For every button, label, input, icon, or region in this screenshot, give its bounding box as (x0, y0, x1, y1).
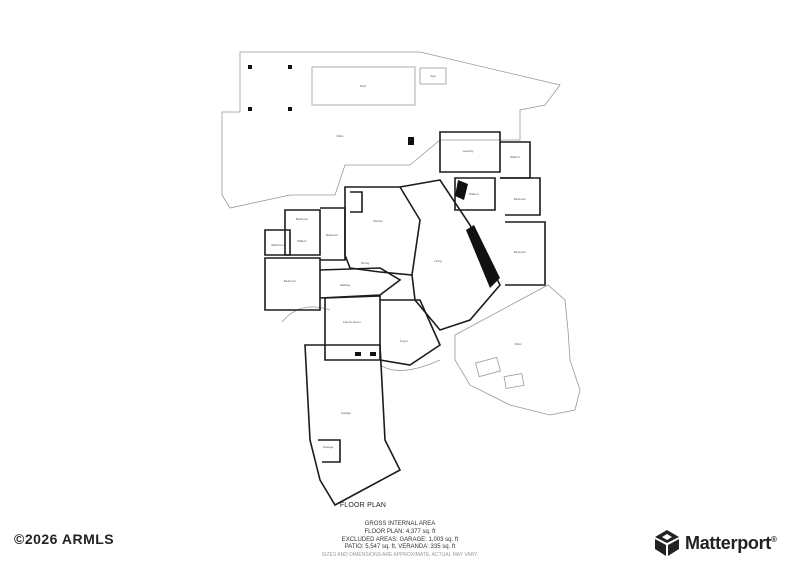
wall-features (248, 65, 500, 356)
room-label-patio-right: Patio (515, 342, 522, 346)
room-labels: Pool Spa Patio Laundry Walk-In Walk-In B… (271, 74, 526, 449)
area-stats: GROSS INTERNAL AREA FLOOR PLAN: 4,377 sq… (285, 521, 515, 560)
stats-floor-plan: FLOOR PLAN: 4,377 sq. ft (364, 528, 436, 535)
room-label-kitchen: Kitchen (373, 219, 383, 223)
matterport-logo: Matterport® (653, 528, 777, 558)
room-label-walkin-1: Walk-In (510, 155, 520, 159)
room-label-garage: Garage (341, 411, 351, 415)
room-label-dining: Dining (361, 261, 370, 265)
brand-name-text: Matterport (685, 532, 771, 553)
room-label-bathroom: Bathroom (271, 243, 285, 247)
room-label-walkin-2: Walk-In (469, 192, 479, 196)
room-label-laundry: Laundry (463, 149, 474, 153)
brand-name: Matterport® (685, 533, 777, 554)
room-label-storage: Storage (323, 445, 334, 449)
stats-disclaimer: SIZES AND DIMENSIONS ARE APPROXIMATE, AC… (321, 552, 479, 559)
room-label-walkin-3: Walk-In (297, 239, 307, 243)
room-label-hallway: Hallway (340, 283, 351, 287)
matterport-cube-icon (655, 530, 679, 556)
room-label-family: Family Room (343, 320, 361, 324)
interior-walls (264, 131, 546, 507)
room-label-bedroom-3: Bedroom (296, 217, 309, 221)
room-label-bedroom-2: Bedroom (514, 250, 527, 254)
room-label-patio-top: Patio (337, 134, 344, 138)
floor-plan-drawing: Pool Spa Patio Laundry Walk-In Walk-In B… (221, 51, 581, 507)
stats-patio: PATIO: 5,547 sq. ft, VERANDA: 335 sq. ft (344, 544, 456, 551)
room-label-foyer: Foyer (400, 339, 408, 343)
room-label-pool: Pool (360, 84, 366, 88)
room-label-bedroom-4: Bedroom (326, 233, 339, 237)
room-label-bedroom-1: Bedroom (514, 197, 527, 201)
room-label-living: Living (434, 259, 442, 263)
floor-plan-title: FLOOR PLAN (339, 502, 387, 509)
outdoor-outlines (221, 51, 581, 416)
copyright-notice: ©2026 ARMLS (14, 531, 115, 547)
room-label-spa: Spa (430, 74, 436, 78)
room-label-bedroom-5: Bedroom (284, 279, 297, 283)
stats-excluded: EXCLUDED AREAS: GARAGE: 1,003 sq. ft (341, 536, 459, 543)
brand-mark: ® (771, 534, 777, 544)
copyright-text: 2026 ARMLS (24, 531, 115, 547)
stats-heading: GROSS INTERNAL AREA (364, 521, 436, 527)
